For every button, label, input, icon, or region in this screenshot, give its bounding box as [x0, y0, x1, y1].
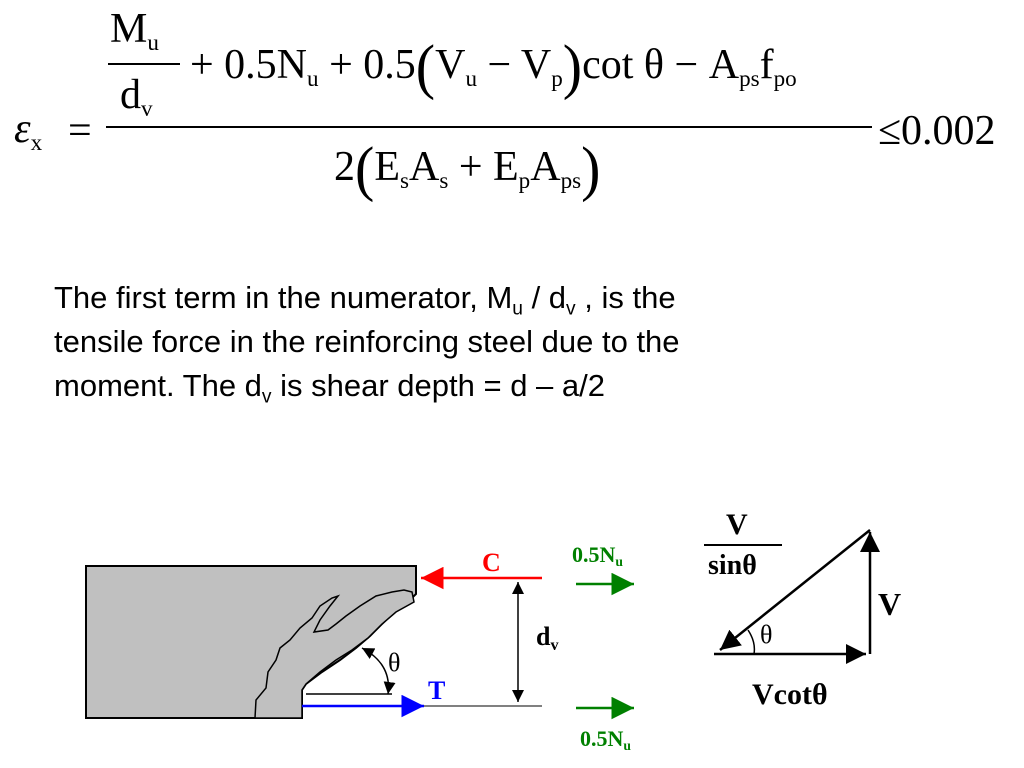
den-Aps-sub: ps	[560, 167, 582, 194]
den-As: A	[408, 144, 440, 190]
label-theta-beam: θ	[388, 648, 401, 677]
num-f-sub: po	[773, 65, 797, 92]
equals-sign: =	[68, 108, 92, 154]
num-cot-term: cot θ − A	[582, 42, 740, 88]
label-axial-top-sub: u	[615, 554, 623, 570]
label-C: C	[482, 548, 501, 577]
mu-M: M	[110, 6, 148, 52]
den-plus-Ep: + E	[448, 144, 519, 190]
num-V2-sub: p	[551, 65, 563, 92]
main-fraction-bar	[106, 126, 872, 128]
para-line-2: tensile force in the reinforcing steel d…	[54, 324, 680, 359]
mu-dv-fraction-bar	[108, 63, 180, 65]
label-dv-sub: v	[550, 636, 559, 654]
label-frac-sin: sinθ	[708, 550, 757, 581]
concrete-beam-body	[85, 565, 417, 719]
den-Es: E	[374, 144, 400, 190]
label-T: T	[428, 676, 446, 705]
num-minus-V2: − V	[487, 42, 552, 88]
num-Aps-sub: ps	[739, 65, 760, 92]
denominator: 2(EsAs + EpAps)	[334, 134, 601, 203]
den-paren-open: (	[355, 134, 375, 203]
den-Aps: A	[530, 144, 561, 190]
dv-d: d	[120, 72, 141, 118]
label-axial-top: 0.5Nu	[572, 542, 623, 570]
para-line-1-sub-u: u	[512, 298, 523, 320]
paren-close: )	[562, 32, 583, 101]
epsilon-x: εx	[14, 106, 42, 154]
label-frac-V: V	[726, 508, 748, 541]
epsilon-symbol: ε	[14, 106, 31, 152]
shear-crack-region	[254, 589, 415, 719]
equation: εx = Mu dv + 0.5Nu + 0.5(Vu − Vp)cot θ −…	[0, 0, 1024, 210]
num-V1-sub: u	[465, 65, 477, 92]
para-line-1-c: , is the	[575, 280, 676, 315]
para-line-3-a: moment. The d	[54, 368, 262, 403]
den-paren-close: )	[581, 134, 601, 203]
label-axial-bottom-sub: u	[623, 738, 631, 754]
theta-arc	[361, 647, 396, 695]
label-dv: dv	[536, 622, 559, 654]
label-Vcot: Vcotθ	[752, 678, 828, 711]
num-f: f	[759, 42, 774, 88]
label-axial-top-text: 0.5N	[572, 542, 616, 567]
paren-open: (	[415, 32, 436, 101]
num-term-3-coef: + 0.5	[329, 42, 416, 88]
para-line-3: moment. The dv is shear depth = d – a/2	[54, 364, 954, 408]
para-line-3-sub: v	[261, 386, 272, 408]
rhs-limit: ≤0.002	[878, 108, 996, 154]
label-axial-bottom-text: 0.5N	[580, 726, 624, 751]
para-line-1-a: The first term in the numerator, M	[54, 280, 513, 315]
triangle-theta-arc	[747, 629, 756, 655]
explanation-paragraph: The first term in the numerator, Mu / dv…	[54, 276, 954, 408]
label-V: V	[878, 586, 902, 622]
para-line-1-b: / d	[522, 280, 567, 315]
label-axial-bottom: 0.5Nu	[580, 726, 631, 754]
para-line-1-sub-v: v	[566, 298, 576, 320]
den-Ep-sub: p	[518, 167, 531, 194]
mu-sub: u	[147, 29, 159, 56]
para-line-3-b: is shear depth = d – a/2	[271, 368, 606, 403]
mu-term: Mu	[110, 6, 159, 54]
label-theta-triangle: θ	[760, 620, 773, 649]
label-dv-d: d	[536, 622, 551, 651]
triangle-hypotenuse	[719, 529, 871, 651]
den-coef: 2	[334, 144, 355, 190]
den-Es-sub: s	[399, 167, 409, 194]
num-term-2-sub: u	[307, 65, 319, 92]
den-As-sub: s	[439, 167, 449, 194]
num-V1: V	[435, 42, 466, 88]
numerator-rest: + 0.5Nu + 0.5(Vu − Vp)cot θ − Apsfpo	[190, 32, 797, 101]
para-line-1: The first term in the numerator, Mu / dv…	[54, 276, 954, 320]
dv-term: dv	[120, 72, 153, 120]
num-term-2: + 0.5N	[190, 42, 308, 88]
epsilon-sub: x	[30, 129, 43, 156]
dv-sub: v	[141, 95, 153, 122]
